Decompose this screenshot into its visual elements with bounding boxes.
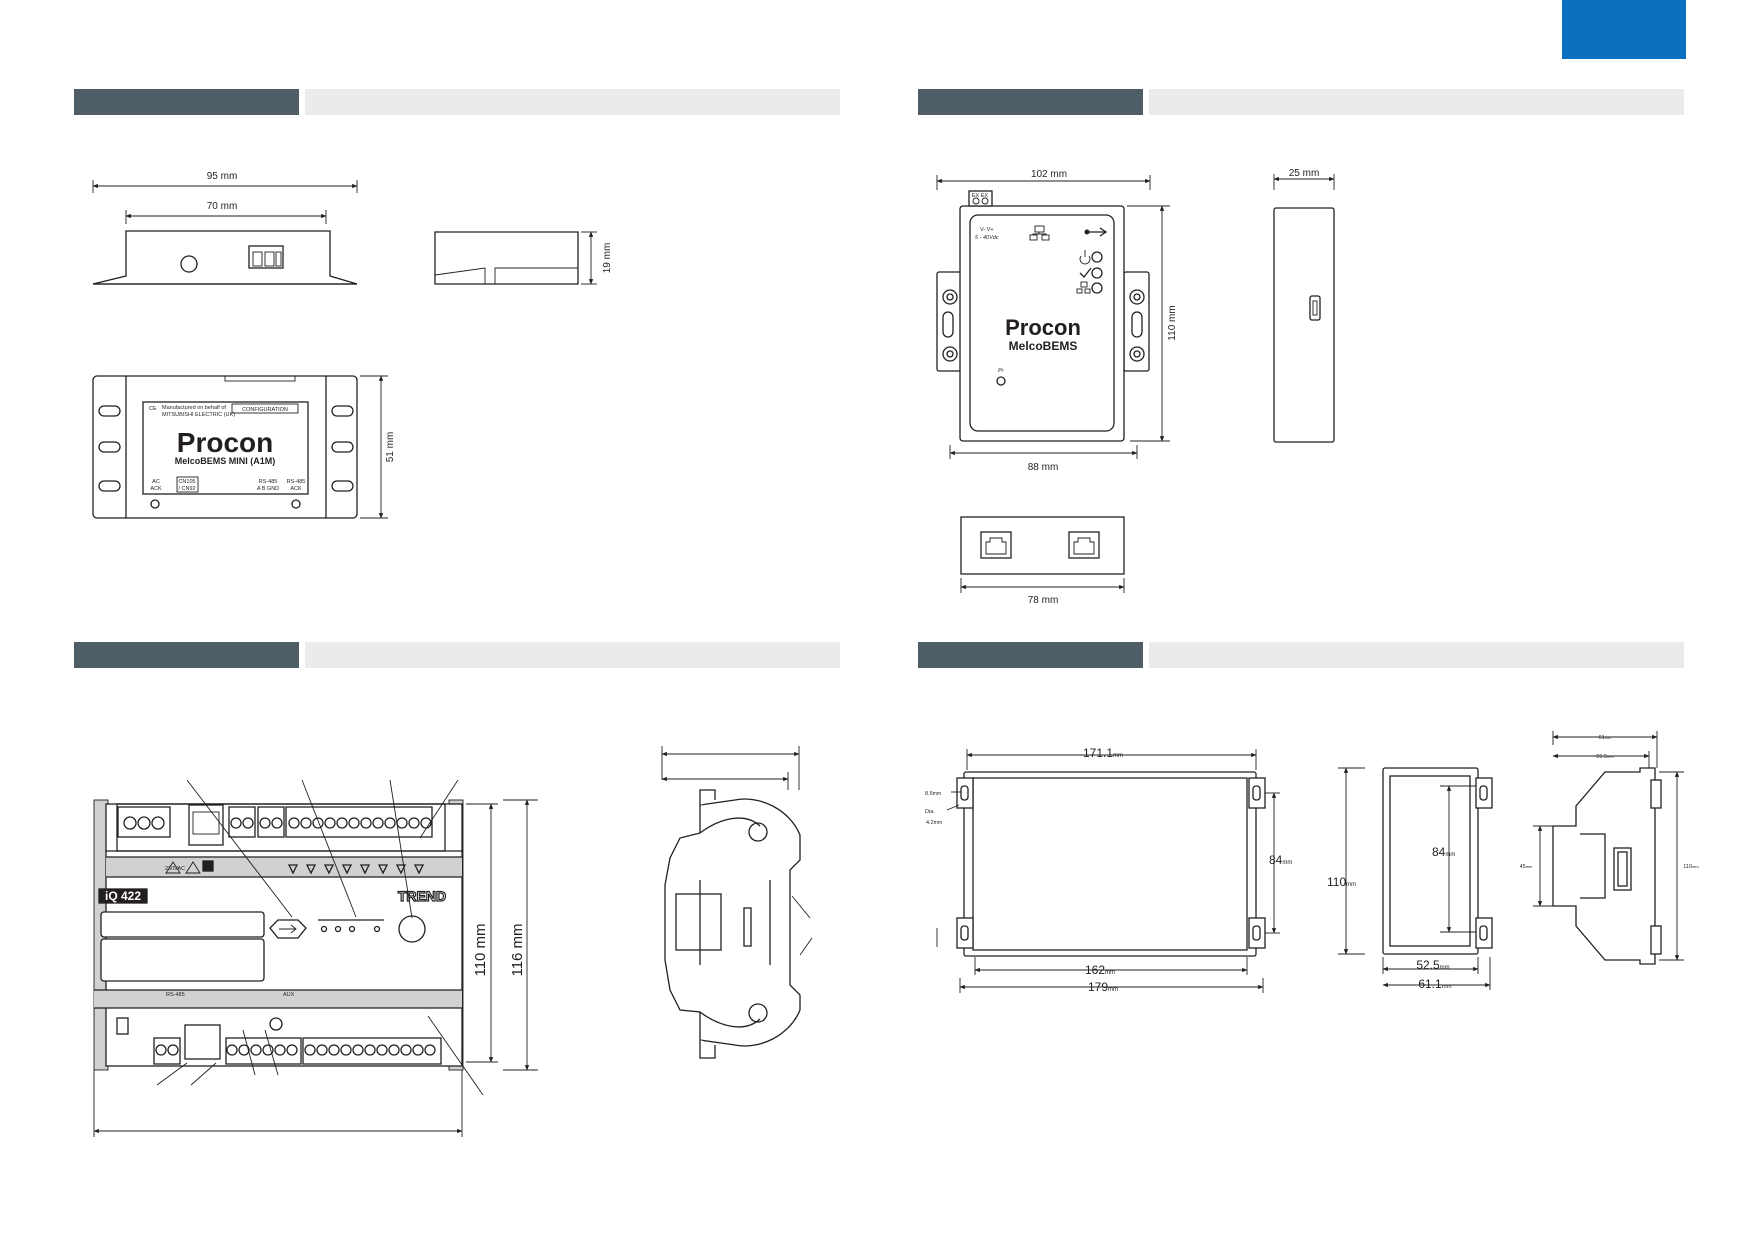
section-header-top-right: [918, 89, 1684, 115]
mini-brand: Procon: [177, 427, 273, 458]
iq-rs485: RS-485: [166, 992, 185, 998]
melco-power: 5 - 40Vdc: [975, 235, 999, 241]
svg-text:110mm: 110mm: [1327, 875, 1356, 889]
svg-text:55.5mm: 55.5mm: [1596, 754, 1614, 760]
iq-side-view: [661, 746, 813, 1059]
big-dim-42: 4.2: [926, 820, 934, 826]
dim-19: 19 mm: [602, 243, 613, 274]
melco-end-view: 78 mm: [960, 516, 1125, 606]
melco-side-view: 25 mm: [1273, 168, 1335, 443]
mini-model: MelcoBEMS MINI (A1M): [175, 456, 276, 466]
corner-tab: [1562, 0, 1686, 59]
iq-logo: TREND: [398, 888, 446, 904]
big-dim-555: 55.5: [1596, 754, 1607, 760]
big-dim-179: 179: [1088, 980, 1108, 994]
mini-config: CONFIGURATION: [242, 407, 288, 413]
svg-text:110mm: 110mm: [1683, 864, 1699, 870]
big-front-view: 171.1mm 8.6mm Dia. 4.2mm 84mm 162mm 179m…: [925, 746, 1292, 994]
big-dim-86: 8.6: [925, 791, 933, 797]
big-dim-525: 52.5: [1416, 958, 1440, 972]
mini-cn92: / CN92: [178, 486, 195, 492]
svg-text:61mm: 61mm: [1599, 735, 1612, 741]
mini-ack2: ACK: [290, 486, 302, 492]
mini-cn105: CN105: [178, 479, 195, 485]
iq-front-view: 230VAC iQ 422 TREND RS-485 AUX: [93, 779, 538, 1137]
svg-text:171.1mm: 171.1mm: [1083, 746, 1123, 760]
iq-aux: AUX: [283, 992, 295, 998]
big-unit-86: mm: [933, 791, 941, 797]
melco-pr: Pr: [998, 368, 1005, 374]
big-dim-171: 171.1: [1083, 746, 1113, 760]
iq-dim-110: 110 mm: [472, 923, 489, 976]
svg-text:162mm: 162mm: [1085, 963, 1115, 977]
big-unit-84b: mm: [1445, 852, 1455, 858]
mini-rs485: RS-485: [259, 479, 278, 485]
dim-102: 102 mm: [1031, 169, 1067, 180]
dim-78: 78 mm: [1028, 595, 1059, 606]
svg-text:45mm: 45mm: [1520, 864, 1533, 870]
mini-ack: ACK: [150, 486, 162, 492]
big-side-view: 110mm 84mm 52.5mm 61.1mm: [1327, 767, 1493, 991]
mini-mitsu: MITSUBISHI ELECTRIC (UK): [162, 412, 235, 418]
mini-end-view: 19 mm: [434, 231, 613, 285]
mini-rs485b: RS-485: [287, 479, 306, 485]
big-unit-525: mm: [1440, 965, 1450, 971]
big-unit-110b: mm: [1692, 864, 1699, 869]
big-dim-110: 110: [1327, 875, 1346, 889]
section-header-bottom-left: [74, 642, 840, 668]
big-unit-42: mm: [934, 820, 942, 826]
big-dim-162: 162: [1085, 963, 1105, 977]
iq-model: iQ 422: [105, 889, 141, 903]
svg-text:8.6mm: 8.6mm: [925, 791, 941, 797]
mini-ac: AC: [152, 479, 160, 485]
melco-brand: Procon: [1005, 315, 1081, 340]
big-unit-84a: mm: [1282, 860, 1292, 866]
big-unit-611: mm: [1442, 984, 1452, 990]
dim-70: 70 mm: [207, 201, 238, 212]
dim-110-melco: 110 mm: [1167, 305, 1178, 340]
iq-dim-116: 116 mm: [509, 923, 526, 976]
big-unit-171: mm: [1113, 753, 1123, 759]
dim-95: 95 mm: [207, 171, 238, 182]
dim-51: 51 mm: [385, 432, 396, 463]
big-dim-611: 61.1: [1418, 977, 1442, 991]
svg-text:84mm: 84mm: [1269, 853, 1292, 867]
big-unit-61: mm: [1605, 735, 1612, 740]
big-dim-45: 45: [1520, 864, 1526, 870]
big-dim-61: 61: [1599, 735, 1605, 741]
big-unit-110: mm: [1346, 882, 1356, 888]
svg-text:84mm: 84mm: [1432, 845, 1455, 859]
big-unit-45: mm: [1526, 864, 1533, 869]
melco-front-view: 102 mm EX EX V- V+ 5 - 40Vdc Procon Melc…: [936, 169, 1178, 473]
big-end-view: 61mm 55.5mm 45mm 110mm: [1520, 731, 1699, 965]
big-dim-110b: 110: [1683, 864, 1692, 870]
iq-volt: 230VAC: [165, 866, 185, 872]
big-unit-179: mm: [1108, 987, 1118, 993]
dim-88: 88 mm: [1028, 462, 1059, 473]
section-header-bottom-right: [918, 642, 1684, 668]
svg-text:61.1mm: 61.1mm: [1418, 977, 1451, 991]
mini-top-view: CE Manufactured on behalf of MITSUBISHI …: [92, 375, 396, 519]
mini-mfg: Manufactured on behalf of: [162, 405, 226, 411]
svg-text:179mm: 179mm: [1088, 980, 1118, 994]
svg-text:52.5mm: 52.5mm: [1416, 958, 1449, 972]
svg-text:4.2mm: 4.2mm: [926, 820, 942, 826]
section-header-top-left: [74, 89, 840, 115]
mini-ce: CE: [149, 406, 157, 412]
big-dim-84a: 84: [1269, 853, 1283, 867]
svg-text:EX EX: EX EX: [972, 193, 989, 199]
big-unit-162: mm: [1105, 970, 1115, 976]
melco-model: MelcoBEMS: [1009, 339, 1078, 353]
big-unit-555: mm: [1607, 754, 1614, 759]
mini-side-view: 95 mm 70 mm: [92, 171, 358, 285]
mini-abgnd: A B GND: [257, 486, 279, 492]
dim-25: 25 mm: [1289, 168, 1320, 179]
melco-vlabel: V- V+: [980, 227, 994, 233]
big-dia: Dia.: [925, 809, 935, 815]
big-dim-84b: 84: [1432, 845, 1446, 859]
